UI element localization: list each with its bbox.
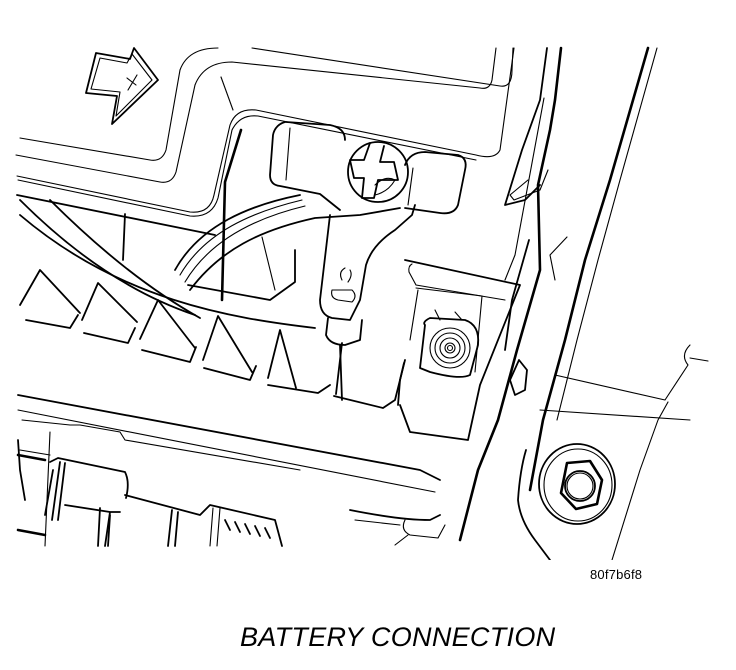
figure-id-code: 80f7b6f8 (590, 567, 643, 582)
battery-vent-ribs (19, 214, 406, 409)
battery-connection-illustration (15, 46, 709, 560)
figure-caption: BATTERY CONNECTION (240, 622, 556, 652)
positive-arrow-icon (85, 47, 159, 125)
battery-case (15, 47, 515, 319)
terminal-clamp (174, 121, 467, 401)
battery-post (397, 259, 521, 441)
battery-tray-frame (458, 46, 709, 560)
battery-tray (16, 394, 446, 547)
hold-down-bolt (538, 443, 616, 525)
